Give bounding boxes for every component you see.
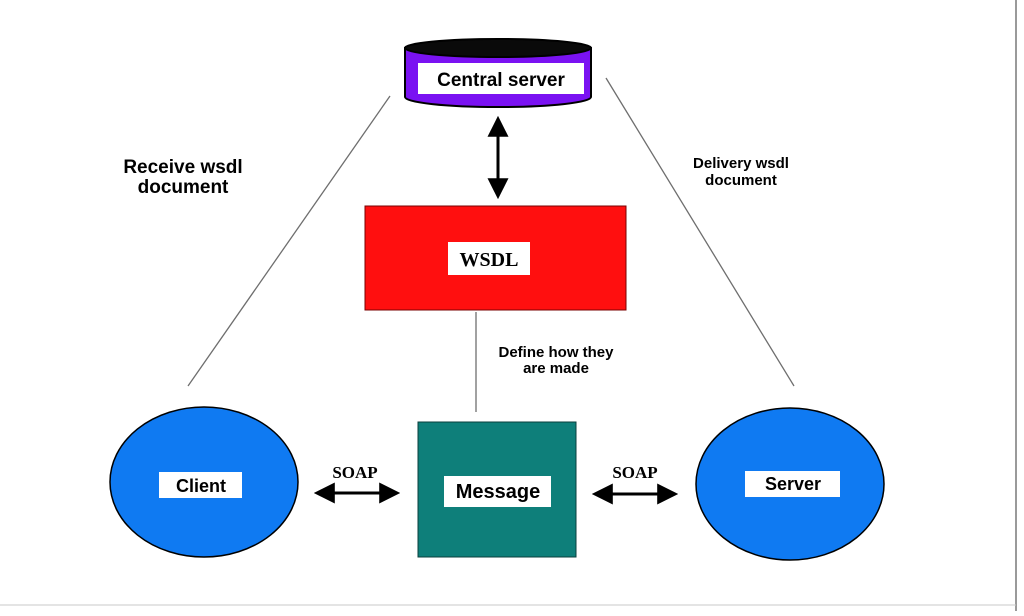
central-server-node: Central server bbox=[404, 38, 592, 108]
server-label: Server bbox=[765, 474, 821, 494]
central-server-cylinder-top bbox=[404, 38, 592, 58]
wsdl-label-box bbox=[448, 242, 530, 275]
message-node: Message bbox=[417, 421, 577, 558]
wsdl-label: WSDL bbox=[460, 249, 519, 271]
server-label-box bbox=[745, 471, 840, 497]
server-node: Server bbox=[695, 407, 885, 561]
client-label-box bbox=[159, 472, 242, 498]
server-central-connector bbox=[605, 77, 795, 387]
central-server-label-box bbox=[418, 63, 584, 94]
central-server-label: Central server bbox=[437, 70, 565, 91]
message-label-box bbox=[444, 476, 551, 507]
wsdl-node: WSDL bbox=[364, 205, 627, 311]
client-node: Client bbox=[109, 406, 299, 558]
delivery-annotation-line2: document bbox=[705, 172, 777, 189]
define-annotation-line1: Define how they bbox=[498, 344, 614, 361]
receive-annotation-line2: document bbox=[138, 177, 229, 198]
client-central-connector bbox=[187, 95, 391, 387]
delivery-annotation-line1: Delivery wsdl bbox=[693, 155, 789, 172]
client-label: Client bbox=[176, 476, 226, 496]
define-annotation-line2: are made bbox=[523, 360, 589, 377]
receive-annotation-line1: Receive wsdl bbox=[123, 157, 242, 178]
soap-left-label: SOAP bbox=[332, 463, 377, 482]
message-label: Message bbox=[456, 481, 541, 503]
soap-right-label: SOAP bbox=[612, 463, 657, 482]
